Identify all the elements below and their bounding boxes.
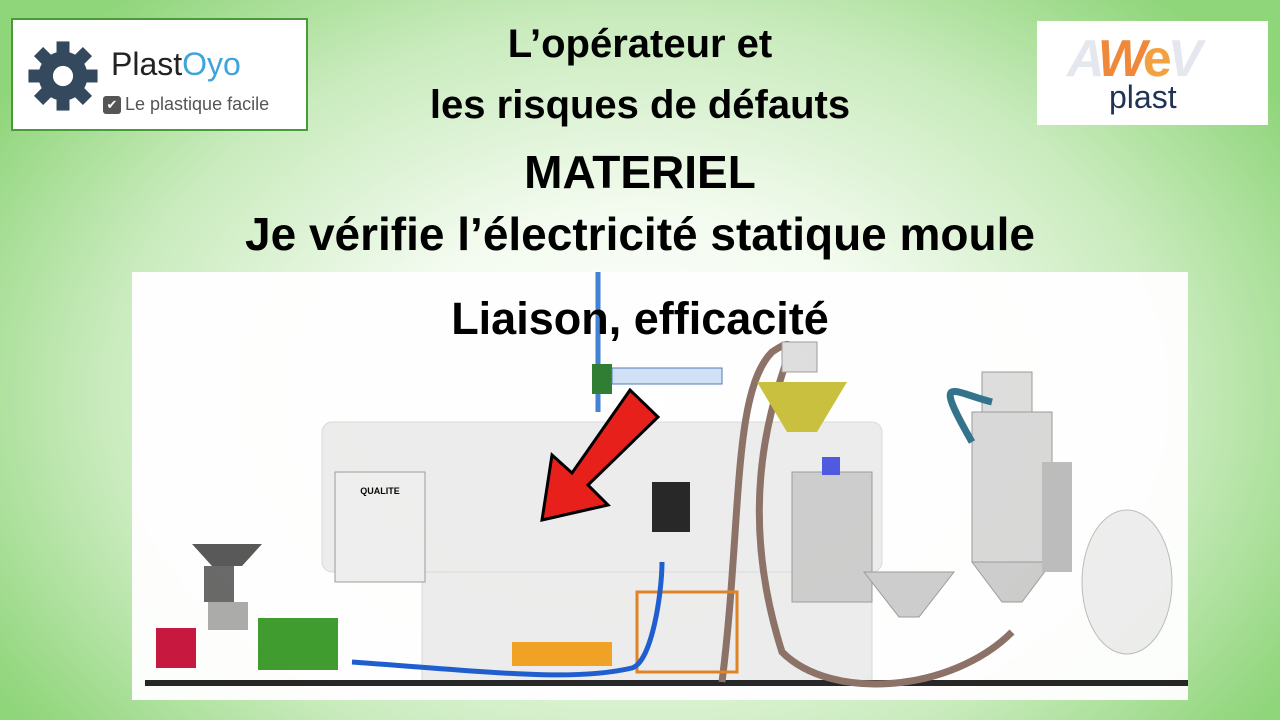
logo-plast-text: plast [1109, 79, 1177, 115]
cabinet-qualite: QUALITE [334, 471, 426, 583]
logo-tagline: ✔Le plastique facile [103, 94, 269, 115]
red-arrow-icon [540, 387, 661, 522]
logo-name: PlastOyo [111, 46, 241, 82]
title-line-4: Je vérifie l’électricité statique moule [245, 208, 1035, 260]
awev-mark: AWeV [1067, 30, 1202, 88]
title-line-3: MATERIEL [524, 146, 756, 198]
title-line-2: les risques de défauts [429, 83, 851, 127]
injection-line-illustration: QUALITE [132, 272, 1190, 700]
awev-plast-logo: AWeV plast [1037, 21, 1268, 125]
plastoyo-logo: PlastOyo ✔Le plastique facile [11, 18, 308, 131]
title-line-1: L’opérateur et [507, 22, 773, 66]
svg-text:QUALITE: QUALITE [360, 486, 400, 496]
title-line-5: Liaison, efficacité [451, 293, 829, 344]
checkbox-icon: ✔ [103, 95, 121, 114]
gear-icon [28, 41, 98, 111]
